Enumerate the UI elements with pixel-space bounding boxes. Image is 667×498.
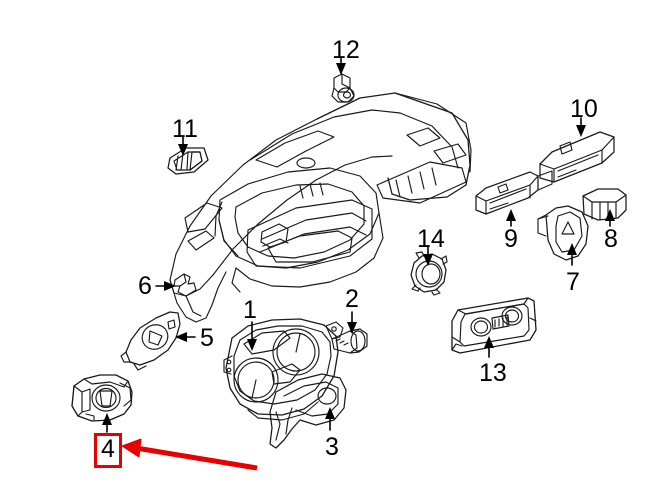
callout-label-1[interactable]: 1: [243, 296, 257, 324]
part-8-blank-switch-cap: [582, 188, 627, 221]
part-3-cluster-trim: [269, 373, 347, 449]
callout-label-2[interactable]: 2: [345, 285, 359, 313]
callout-label-13[interactable]: 13: [479, 359, 507, 387]
callout-label-3[interactable]: 3: [325, 433, 339, 461]
dashboard-body: [169, 92, 472, 323]
part-13-climate-control-panel: [451, 297, 537, 354]
callout-label-5[interactable]: 5: [200, 324, 214, 352]
part-4-headlight-switch: [71, 374, 133, 422]
part-1-instrument-cluster: [223, 318, 344, 421]
callout-label-7[interactable]: 7: [566, 268, 580, 296]
part-11-seat-heater-switch: [167, 147, 209, 175]
callout-label-11[interactable]: 11: [172, 115, 198, 143]
part-6-retaining-clip: [173, 273, 197, 297]
part-2-bolt: [331, 328, 368, 354]
part-5-switch-bracket: [120, 311, 181, 371]
callout-label-6[interactable]: 6: [138, 272, 152, 300]
part-10-window-switch-upper: [539, 131, 615, 183]
leader-arrows: [102, 57, 615, 433]
part-9-window-switch-lower: [475, 170, 553, 215]
callout-label-12[interactable]: 12: [332, 36, 360, 64]
callout-label-8[interactable]: 8: [604, 225, 618, 253]
callout-label-4[interactable]: 4: [94, 433, 122, 468]
part-7-hazard-switch: [537, 205, 589, 261]
part-12-sunlight-sensor: [331, 73, 355, 103]
callout-label-14[interactable]: 14: [417, 225, 445, 253]
highlight-arrow: [121, 438, 258, 471]
callout-label-9[interactable]: 9: [504, 225, 518, 253]
callout-label-10[interactable]: 10: [570, 95, 598, 123]
